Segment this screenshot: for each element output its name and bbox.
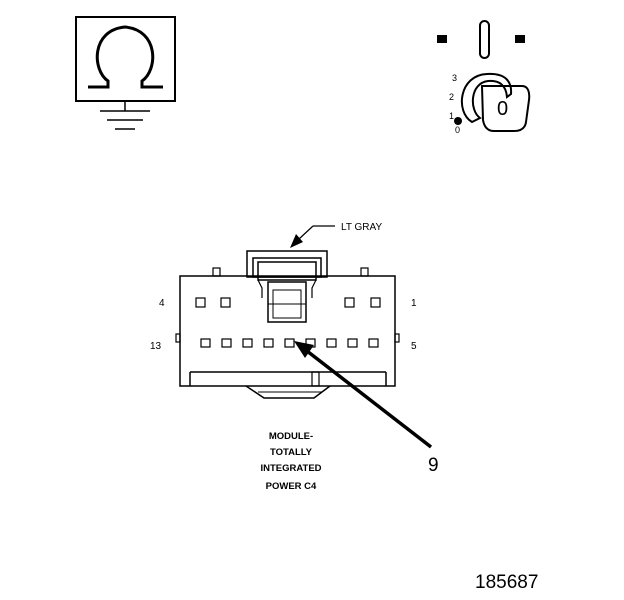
color-leader	[290, 225, 335, 248]
module-name-line: MODULE-	[269, 431, 313, 442]
module-name-line: TOTALLY	[270, 447, 313, 458]
key-position-0: 0	[455, 125, 460, 135]
key-position-3: 3	[452, 73, 457, 83]
key-position-1: 1	[449, 111, 454, 121]
module-name-line: INTEGRATED	[260, 463, 321, 474]
connector-color-label: LT GRAY	[341, 222, 382, 233]
top-cavity-row	[195, 297, 381, 308]
callout-arrow	[294, 341, 433, 449]
connector-body	[175, 250, 400, 399]
module-name-line: POWER C4	[266, 481, 317, 492]
ohm-ground-icon	[75, 16, 176, 130]
callout-number: 9	[428, 455, 439, 476]
figure-number: 185687	[475, 572, 538, 593]
pin-label-top-left: 4	[159, 298, 165, 309]
ignition-key-icon	[437, 20, 531, 132]
pin-label-bottom-right: 5	[411, 341, 417, 352]
key-position-2: 2	[449, 92, 454, 102]
bottom-cavity-row	[200, 338, 379, 348]
pin-label-top-right: 1	[411, 298, 417, 309]
pin-label-bottom-left: 13	[150, 341, 162, 352]
key-text: 0	[497, 98, 508, 120]
module-name: MODULE- TOTALLY INTEGRATED POWER C4	[260, 431, 321, 492]
